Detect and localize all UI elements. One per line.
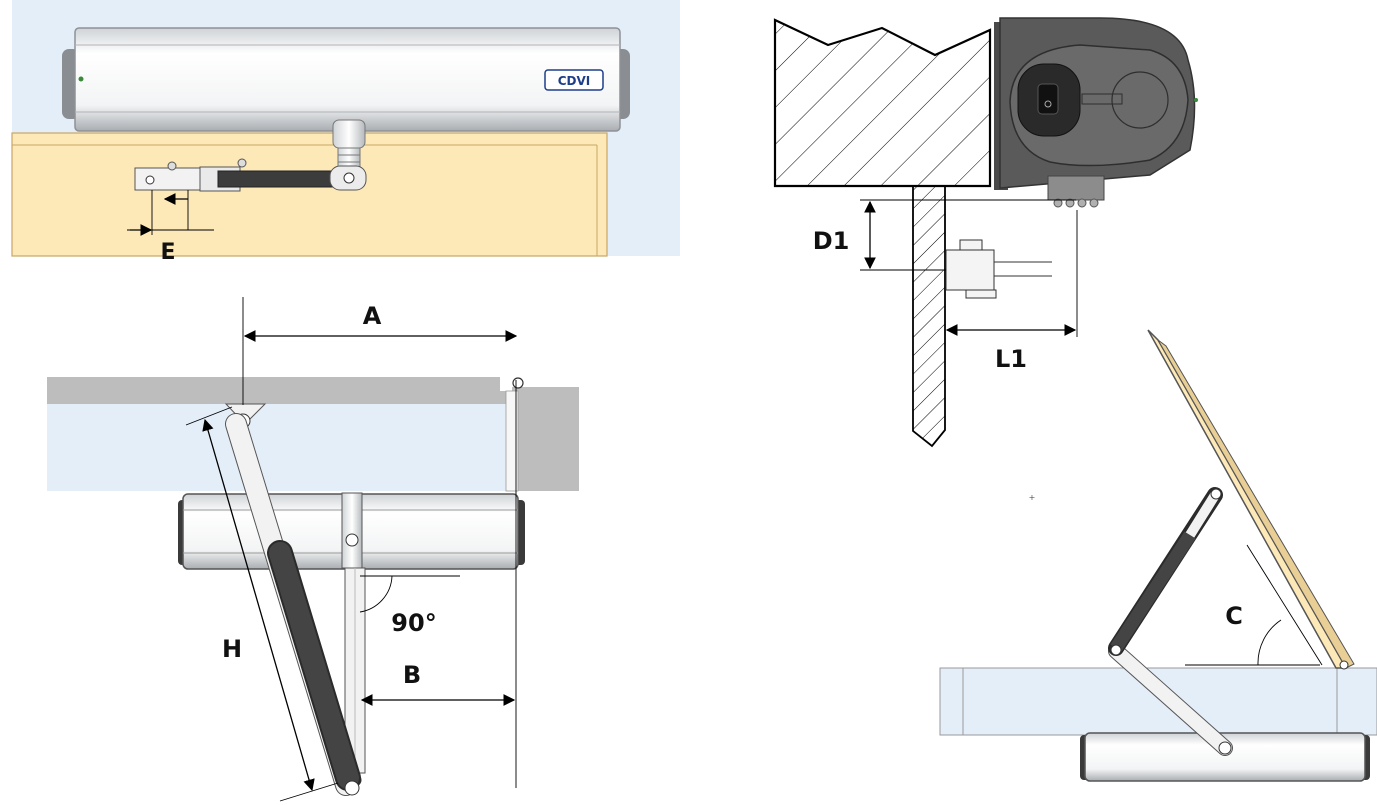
- open-wall-section: [939, 667, 1377, 736]
- label-l1: L1: [995, 345, 1027, 373]
- dimension-a: A: [242, 297, 518, 405]
- top-view-closed-panel: 90° A B H: [47, 297, 579, 802]
- operator-housing-open: [1080, 732, 1370, 782]
- door-pivot-icon: [1339, 660, 1349, 670]
- label-c: C: [1225, 602, 1243, 630]
- dimension-l1: L1: [945, 210, 1078, 373]
- status-led-icon: [78, 76, 84, 82]
- dimension-b: B: [360, 380, 517, 788]
- jamb-gap: [505, 390, 519, 492]
- door-leaf-section: [912, 185, 946, 448]
- front-view-panel: CDVI E: [11, 0, 680, 265]
- operator-housing-front: CDVI: [62, 27, 630, 132]
- lintel-section: [773, 18, 992, 188]
- label-d1: D1: [813, 227, 850, 255]
- origin-mark: +: [1029, 493, 1036, 502]
- dimension-d1: D1: [813, 199, 1076, 271]
- side-section-panel: D1 L1: [773, 17, 1198, 448]
- indicator-led-icon: [1194, 98, 1198, 102]
- wall-section: [47, 404, 512, 491]
- open-door-leaf: [1147, 329, 1348, 669]
- lintel-slot: [500, 377, 514, 391]
- label-e: E: [160, 240, 175, 265]
- hinge-pin-icon: [512, 377, 524, 389]
- top-view-open-panel: + C: [939, 329, 1377, 782]
- label-angle-90: 90°: [391, 609, 436, 637]
- label-b: B: [403, 661, 421, 689]
- brand-logo-text: CDVI: [558, 74, 591, 88]
- power-switch-icon: [1037, 83, 1059, 115]
- side-jamb: [512, 387, 579, 491]
- shaft-connector: [1047, 175, 1105, 201]
- door-leaf: [11, 132, 608, 257]
- lintel-frame: [47, 377, 512, 404]
- drive-spindle: [332, 119, 366, 173]
- arm-assembly-front: [134, 158, 367, 192]
- brand-logo-badge: [544, 69, 604, 91]
- label-a: A: [363, 302, 382, 330]
- arm-bracket-section: [945, 239, 1052, 299]
- dimension-c: C: [1185, 544, 1323, 666]
- motor-unit: [994, 17, 1198, 208]
- dimension-h: H: [185, 406, 339, 802]
- angle-90-marker: 90°: [359, 575, 460, 637]
- dimension-e: E: [127, 190, 214, 265]
- label-h: H: [222, 635, 242, 663]
- open-arm-assembly: [1108, 487, 1233, 756]
